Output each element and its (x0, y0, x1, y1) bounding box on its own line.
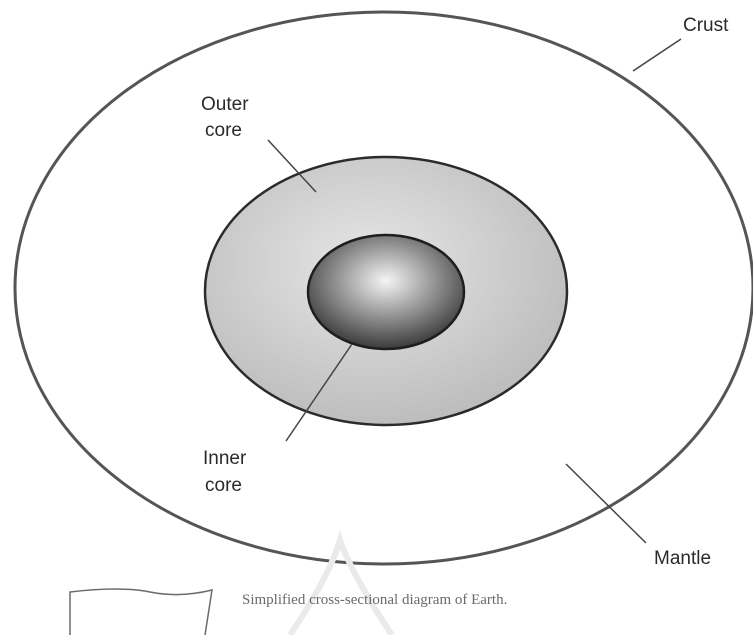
watermark-mark (70, 589, 212, 635)
crust-label: Crust (683, 14, 728, 38)
inner-core-label-line1: Inner (203, 447, 246, 471)
mantle-label: Mantle (654, 547, 711, 571)
inner-core-label-line2: core (205, 474, 242, 498)
inner-core-ellipse (308, 235, 464, 349)
diagram-caption: Simplified cross-sectional diagram of Ea… (242, 592, 507, 609)
outer-core-label-line1: Outer (201, 93, 249, 117)
crust-leader-line (633, 39, 681, 71)
outer-core-label-line2: core (205, 119, 242, 143)
